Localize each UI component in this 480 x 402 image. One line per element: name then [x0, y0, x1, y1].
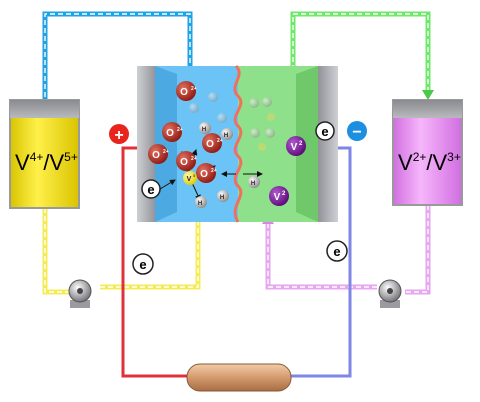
svg-text:2+: 2+ [211, 168, 217, 174]
membrane [233, 64, 243, 223]
electron-wire-left: e [132, 253, 154, 275]
svg-text:e: e [321, 124, 328, 139]
right-tank-label: V2+/V3+ [398, 150, 461, 175]
svg-text:O: O [206, 139, 214, 150]
vo2-ion-2: O 2+ [162, 122, 183, 142]
svg-text:H: H [224, 133, 228, 139]
svg-text:2: 2 [299, 141, 303, 147]
external-load [186, 363, 292, 392]
wire-negative [288, 146, 352, 378]
svg-text:2+: 2+ [191, 156, 197, 162]
vo2-ion-6: O 2+ [196, 163, 217, 183]
h-ion-l5 [189, 103, 199, 113]
svg-text:O: O [180, 87, 188, 98]
svg-text:H: H [198, 201, 202, 207]
wire-positive [121, 146, 190, 378]
h-ion-l7 [217, 113, 227, 123]
svg-text:O: O [152, 150, 160, 161]
svg-text:+: + [114, 127, 123, 144]
electron-cathode: e [141, 179, 161, 199]
positive-terminal-icon: + [109, 124, 129, 144]
svg-text:2: 2 [282, 191, 286, 197]
svg-text:2+: 2+ [163, 149, 169, 155]
svg-text:V: V [291, 142, 298, 153]
vo2-ion-5: O 2+ [202, 133, 223, 153]
vo2-ion-4: O 2+ [176, 151, 197, 171]
electron-anode: e [315, 121, 335, 141]
h-ion-r1: H [248, 176, 260, 188]
pipe-right-return [290, 11, 434, 100]
h-ion-r4 [250, 128, 260, 138]
h-ion-r7 [267, 113, 275, 121]
left-pump-icon [68, 279, 92, 308]
svg-text:e: e [139, 257, 146, 272]
svg-text:H: H [202, 127, 206, 133]
svg-text:5: 5 [193, 173, 196, 178]
svg-text:2+: 2+ [217, 138, 223, 144]
svg-text:e: e [147, 182, 154, 197]
electron-wire-right: e [326, 240, 348, 262]
h-ion-r3 [262, 97, 272, 107]
svg-text:−: − [352, 124, 361, 141]
svg-text:H: H [251, 181, 255, 187]
svg-text:V: V [274, 192, 281, 203]
svg-text:2+: 2+ [177, 127, 183, 133]
svg-text:e: e [333, 244, 340, 259]
left-tank-label: V4+/V5+ [15, 150, 78, 175]
v2-ion-2: V 2 [269, 186, 289, 206]
right-tank: V2+/V3+ [392, 99, 463, 206]
h-ion-r6 [258, 143, 266, 151]
h-ion-l2: H [221, 128, 233, 140]
negative-terminal-icon: − [347, 121, 367, 141]
h-ion-r2 [249, 98, 259, 108]
right-pump-icon [378, 279, 402, 308]
svg-text:O: O [180, 157, 188, 168]
svg-text:O: O [166, 128, 174, 139]
vo2-ion-1: O 2+ [176, 81, 197, 101]
svg-text:V: V [187, 176, 192, 183]
h-ion-r5 [265, 128, 275, 138]
cell-stack [137, 64, 338, 223]
svg-text:H: H [220, 195, 224, 201]
h-ion-l3: H [217, 190, 229, 202]
svg-text:O: O [200, 169, 208, 180]
h-ion-l4: H [195, 196, 207, 208]
svg-text:2+: 2+ [191, 86, 197, 92]
h-ion-l1: H [199, 122, 211, 134]
v5-ion: V 5 [183, 171, 197, 185]
h-ion-l6 [208, 92, 218, 102]
v2-ion-1: V 2 [286, 136, 306, 156]
vo2-ion-3: O 2+ [148, 144, 169, 164]
left-tank: V4+/V5+ [9, 99, 80, 209]
